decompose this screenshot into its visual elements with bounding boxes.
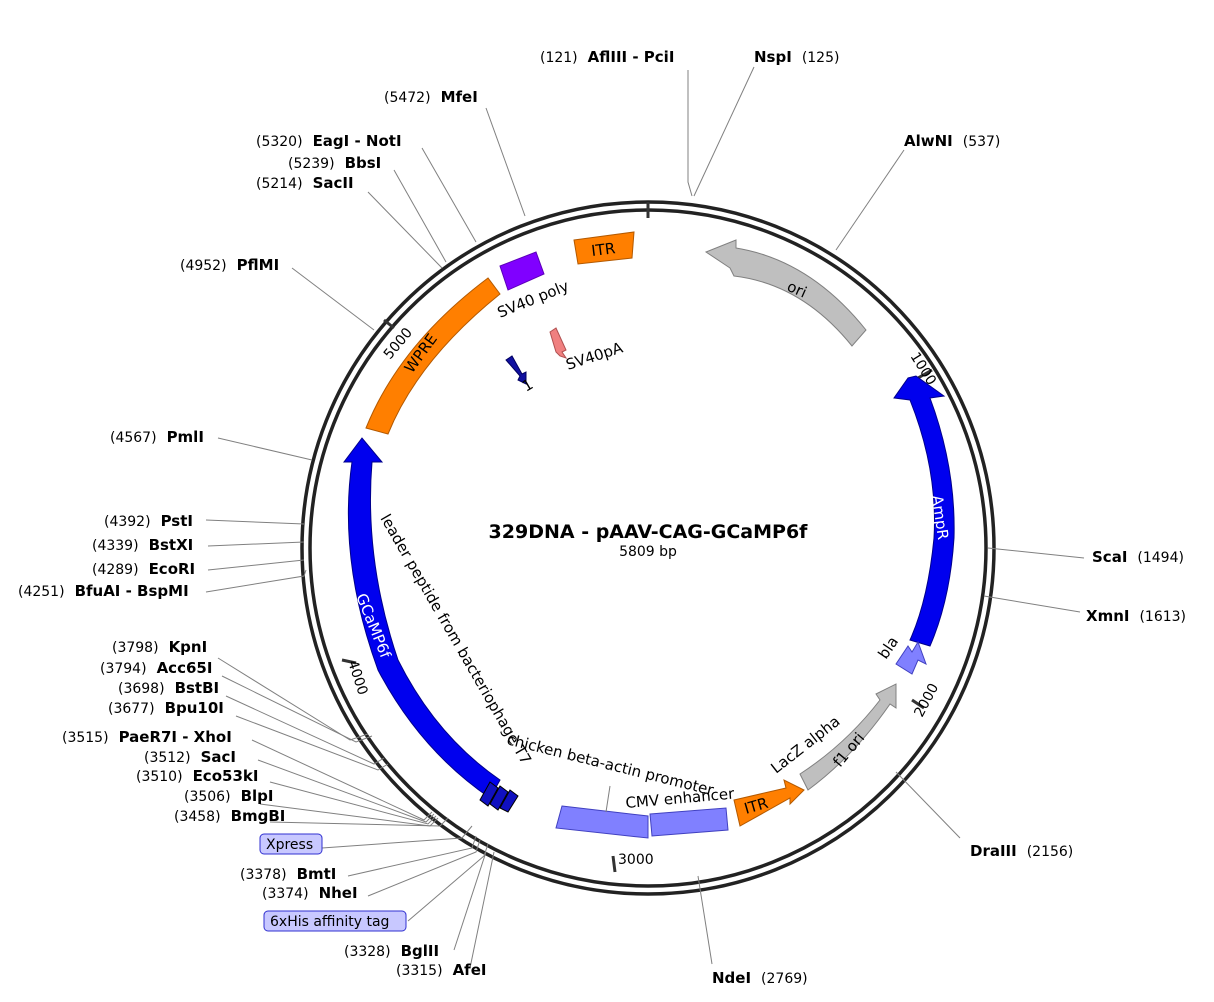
tick-label-2000: 2000: [911, 681, 942, 720]
site-saci[interactable]: (3512)SacI: [144, 748, 236, 766]
tag-xpress[interactable]: Xpress: [259, 833, 323, 855]
feature-one-label: 1: [519, 375, 536, 395]
site-xmni[interactable]: XmnI(1613): [1086, 607, 1186, 625]
site-bbsi[interactable]: (5239)BbsI: [288, 154, 381, 172]
feature-cmv-enhancer[interactable]: [649, 807, 729, 837]
site-afliii[interactable]: (121)AflIII - PciI: [540, 48, 674, 66]
feature-sv40-poly[interactable]: [499, 251, 545, 291]
feature-itr-top[interactable]: [573, 231, 635, 265]
feature-bla-arrow[interactable]: [895, 640, 927, 675]
site-pflmi[interactable]: (4952)PflMI: [180, 256, 279, 274]
site-eagi[interactable]: (5320)EagI - NotI: [256, 132, 402, 150]
feature-chicken-promoter[interactable]: [555, 805, 649, 839]
feature-ori-arrow[interactable]: [704, 239, 867, 347]
site-nhei[interactable]: (3374)NheI: [262, 884, 358, 902]
tick-label-3000: 3000: [618, 852, 654, 868]
tick-label-4000: 4000: [344, 658, 370, 697]
feature-itr-bottom-label: ITR: [742, 794, 770, 818]
site-ecori[interactable]: (4289)EcoRI: [92, 560, 195, 578]
site-bfuai[interactable]: (4251)BfuAI - BspMI: [18, 582, 189, 600]
feature-ampr-arrow[interactable]: [893, 375, 955, 647]
site-labels: (121)AflIII - PciI NspI(125) (5472)MfeI …: [18, 48, 1186, 987]
feature-leader-peptide-blocks[interactable]: [479, 781, 519, 813]
site-bpu10i[interactable]: (3677)Bpu10I: [108, 699, 224, 717]
site-pmli[interactable]: (4567)PmlI: [110, 428, 204, 446]
tag-his-label: 6xHis affinity tag: [270, 914, 389, 930]
tag-his[interactable]: 6xHis affinity tag: [263, 910, 407, 932]
site-acc65i[interactable]: (3794)Acc65I: [100, 659, 212, 677]
tick-marks: [341, 202, 933, 873]
site-bmti[interactable]: (3378)BmtI: [240, 865, 336, 883]
chicken-promoter-pointer: [605, 785, 611, 813]
site-blpi[interactable]: (3506)BlpI: [184, 787, 273, 805]
site-afei[interactable]: (3315)AfeI: [396, 961, 486, 979]
feature-itr-bottom-arrow[interactable]: [733, 779, 805, 827]
map-length: 5809 bp: [619, 544, 677, 560]
feature-sv40pa-label: SV40pA: [564, 338, 626, 373]
site-scai[interactable]: ScaI(1494): [1092, 548, 1184, 566]
site-psti[interactable]: (4392)PstI: [104, 512, 193, 530]
site-eco53ki[interactable]: (3510)Eco53kI: [136, 767, 258, 785]
site-sacii[interactable]: (5214)SacII: [256, 174, 354, 192]
site-mfei[interactable]: (5472)MfeI: [384, 88, 478, 106]
site-bglii[interactable]: (3328)BglII: [344, 942, 439, 960]
feature-f1-ori-arrow[interactable]: [799, 683, 897, 791]
feature-sv40pa-arrow[interactable]: [549, 327, 568, 359]
feature-small-blue-arrow[interactable]: [505, 355, 527, 385]
tag-xpress-label: Xpress: [266, 837, 313, 853]
feature-itr-top-label: ITR: [590, 239, 616, 260]
feature-leader-peptide-label: leader peptide from bacteriophage T7: [377, 511, 536, 768]
feature-wpre[interactable]: [365, 277, 501, 435]
site-leader-lines: [205, 66, 1085, 969]
site-kpni[interactable]: (3798)KpnI: [112, 638, 207, 656]
site-bmgbi[interactable]: (3458)BmgBI: [174, 807, 285, 825]
site-ndei[interactable]: NdeI(2769): [712, 969, 808, 987]
site-alwni[interactable]: AlwNI(537): [904, 132, 1000, 150]
site-draiii[interactable]: DraIII(2156): [970, 842, 1073, 860]
feature-bla-label: bla: [874, 633, 902, 662]
site-paer7i[interactable]: (3515)PaeR7I - XhoI: [62, 728, 232, 746]
feature-chicken-promoter-label: chicken beta-actin promoter: [505, 730, 716, 799]
site-nspi[interactable]: NspI(125): [754, 48, 839, 66]
site-bstbi[interactable]: (3698)BstBI: [118, 679, 219, 697]
map-title: 329DNA - pAAV-CAG-GCaMP6f: [489, 521, 809, 543]
site-bstxi[interactable]: (4339)BstXI: [92, 536, 193, 554]
